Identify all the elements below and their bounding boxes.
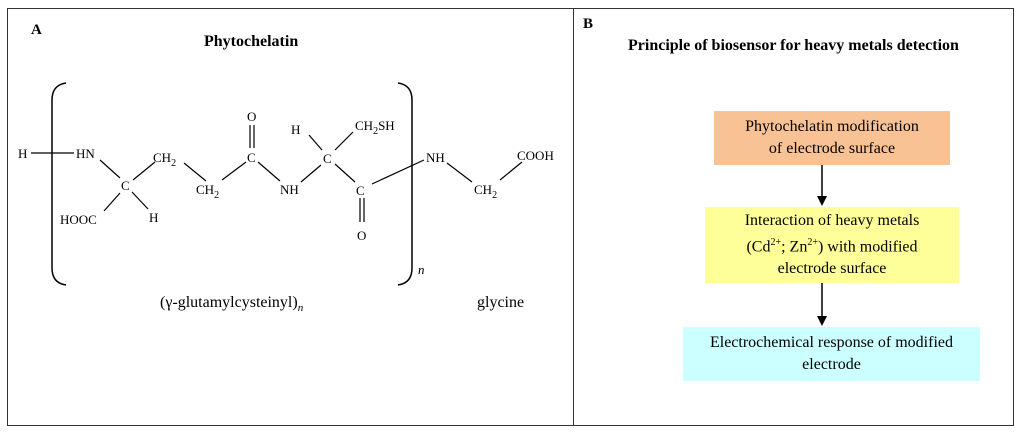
arrow-head-2 [817,316,827,326]
panel-divider [573,8,574,426]
atom-c-carbonyl2: C [356,183,365,198]
right-bracket [397,82,413,286]
left-bracket [51,82,67,286]
atom-o2: O [357,228,366,243]
step-phytochelatin-modification: Phytochelatin modification of electrode … [714,111,950,165]
caption-glycine: glycine [477,294,525,311]
atom-c-alpha2: C [323,151,332,166]
atom-nh1: NH [280,182,299,197]
bond-lines [31,125,523,222]
atom-ch2-a: CH2 [153,150,176,169]
figure-frame [7,8,1014,426]
atom-ch2-gly: CH2 [474,182,497,201]
atom-h1: H [149,210,158,225]
atom-ch2sh: CH2SH [355,118,395,137]
atom-c-alpha1: C [121,178,130,193]
caption-gamma-glutamylcysteinyl: (γ-glutamylcysteinyl)n [160,294,304,315]
atom-hooc: HOOC [60,212,97,227]
atom-h2: H [291,122,300,137]
atom-o1: O [247,109,256,124]
atom-cooh: COOH [517,148,554,163]
panel-b-title: Principle of biosensor for heavy metals … [628,37,959,54]
step-electrochemical-response: Electrochemical response of modified ele… [683,327,980,381]
flow-arrows [817,165,827,326]
atom-nh2: NH [426,150,445,165]
atom-h-terminal: H [18,146,27,161]
arrow-head-1 [817,196,827,206]
atom-hn: HN [76,146,95,161]
repeat-n: n [418,262,425,277]
phytochelatin-structure: H HN C HOOC H CH2 CH2 C O NH H C CH2SH C… [18,82,554,286]
panel-a-title: Phytochelatin [204,33,299,50]
panel-a-letter: A [31,22,42,38]
atom-c-carbonyl1: C [247,150,256,165]
atom-ch2-b: CH2 [196,182,219,201]
panel-b-letter: B [583,16,594,32]
step-heavy-metal-interaction: Interaction of heavy metals (Cd2+; Zn2+)… [705,207,959,283]
